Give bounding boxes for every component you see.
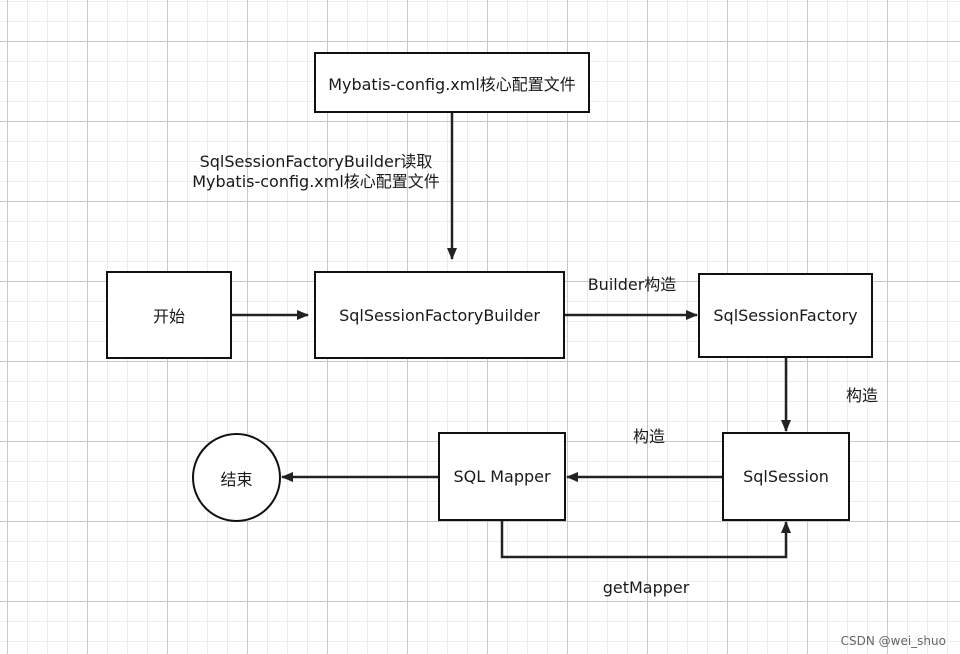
builder-label: SqlSessionFactoryBuilder [339,305,540,325]
config-file-node[interactable]: Mybatis-config.xml核心配置文件 [314,52,590,113]
edge-label-read-config: SqlSessionFactoryBuilder读取 Mybatis-confi… [192,152,440,192]
edge-label-builder-to-factory: Builder构造 [587,275,677,294]
arrow-mapper-to-session-getmapper [500,520,791,559]
mapper-node[interactable]: SQL Mapper [438,432,566,521]
edge-label-read-config-line1: SqlSessionFactoryBuilder读取 [199,152,433,171]
watermark: CSDN @wei_shuo [840,634,946,648]
edge-label-getmapper: getMapper [602,578,690,597]
session-node[interactable]: SqlSession [722,432,850,521]
edge-label-read-config-line2: Mybatis-config.xml核心配置文件 [192,172,440,191]
factory-node[interactable]: SqlSessionFactory [698,273,873,358]
mapper-label: SQL Mapper [453,467,551,486]
end-node[interactable]: 结束 [192,433,281,522]
builder-node[interactable]: SqlSessionFactoryBuilder [314,271,565,359]
start-label: 开始 [152,307,185,326]
end-label: 结束 [220,469,253,489]
session-label: SqlSession [743,467,829,486]
start-node[interactable]: 开始 [106,271,232,359]
edge-label-session-to-mapper: 构造 [632,427,666,446]
factory-label: SqlSessionFactory [713,306,858,325]
edge-label-factory-to-session: 构造 [845,386,879,405]
config-file-label: Mybatis-config.xml核心配置文件 [328,74,576,94]
